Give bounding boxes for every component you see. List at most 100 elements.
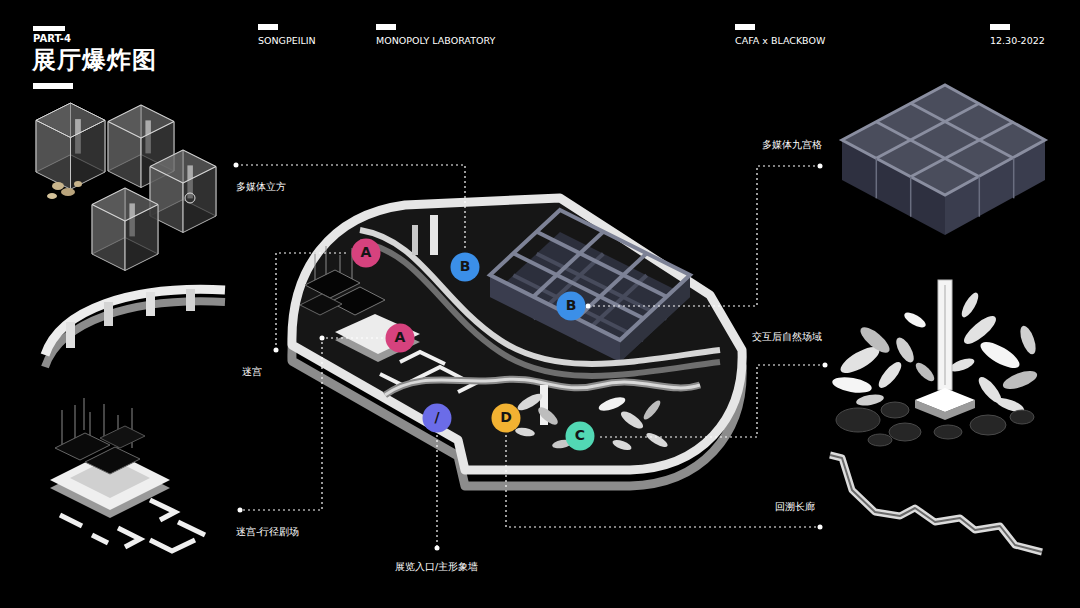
marker-letter: A (361, 245, 372, 260)
nine-grid (1013, 158, 1015, 198)
nature-field (959, 290, 982, 319)
nature-field (1001, 367, 1040, 392)
leader-dots (823, 363, 828, 368)
leader-dots (238, 508, 243, 513)
marker-circle: / (422, 403, 452, 433)
nature-field (889, 423, 921, 441)
header-bars (258, 24, 278, 30)
nine-grid (876, 122, 979, 177)
nine-grid (910, 177, 912, 217)
multimedia-cubes (47, 193, 57, 199)
exhibition-hall (300, 294, 342, 315)
multimedia-cubes (74, 181, 82, 187)
nature-field (868, 434, 892, 446)
multimedia-cubes (61, 188, 75, 196)
leader-dots (234, 163, 239, 168)
nature-field (893, 335, 917, 365)
nature-field (915, 388, 975, 412)
marker-letter: A (395, 330, 406, 345)
maze-theatre (50, 398, 205, 551)
nine-grid (876, 158, 878, 198)
marker-circle: D (491, 403, 521, 433)
maze-wall (66, 322, 75, 348)
maze-wall (45, 301, 225, 367)
corridor-path (830, 455, 1042, 552)
header-bars (33, 83, 73, 89)
circle-fill (492, 404, 521, 433)
nature-field (934, 425, 962, 439)
nature-field (1017, 324, 1039, 356)
multimedia-cubes (36, 103, 105, 189)
marker-letter: D (500, 410, 512, 425)
nine-grid (842, 85, 1045, 195)
collab-name: CAFA x BLACKBOW (735, 35, 825, 46)
circle-fill (423, 404, 452, 433)
exhibition-hall (514, 391, 669, 453)
exhibition-hall (400, 352, 445, 364)
exhibition-hall (577, 253, 647, 318)
circle-fill (557, 292, 586, 321)
nine-grid (842, 85, 1045, 235)
exhibition-hall (611, 438, 633, 452)
marker-circle: A (385, 323, 415, 353)
nature-field (960, 312, 1000, 348)
leader-dots (274, 348, 279, 353)
header-bars (990, 24, 1010, 30)
callout-label: 多媒体九宫格 (762, 139, 822, 150)
maze-theatre (150, 540, 195, 551)
maze-theatre (84, 398, 85, 430)
nature-field (913, 360, 937, 384)
exhibition-hall (537, 232, 667, 297)
maze-theatre (150, 500, 175, 520)
author-name: SONGPEILIN (258, 35, 316, 46)
callout-label: 回溯长廊 (775, 501, 815, 512)
maze-theatre (92, 535, 108, 543)
nature-field (855, 393, 884, 408)
nature-field (836, 408, 880, 432)
leader-lines (240, 338, 383, 510)
exhibition-hall (490, 232, 690, 362)
leader-dots (586, 304, 591, 309)
nature-field (938, 280, 952, 390)
maze-theatre (118, 528, 140, 547)
exhibition-hall (514, 426, 535, 437)
part-number: PART-4 (33, 33, 71, 45)
leader-lines (436, 435, 437, 548)
exhibition-hall (620, 275, 690, 362)
marker-circle: B (556, 291, 586, 321)
marker-letter: / (434, 410, 439, 425)
maze-theatre (178, 522, 205, 535)
marker-circle: B (450, 252, 480, 282)
nature-field (831, 375, 873, 396)
exhibition-hall (412, 225, 418, 255)
leader-dots (320, 336, 325, 341)
callout-label: 迷宫-行径剧场 (236, 526, 299, 537)
leader-lines (588, 166, 820, 306)
date-text: 12.30-2022 (990, 35, 1045, 46)
nine-grid (842, 85, 1045, 195)
multimedia-cubes (92, 188, 158, 271)
exhibition-hall (330, 287, 385, 315)
exhibition-hall (490, 210, 690, 340)
nature-field (977, 337, 1023, 373)
leader-lines (236, 165, 825, 548)
maze-theatre (104, 404, 105, 440)
exhibition-hall (490, 210, 690, 340)
marker-circle: A (351, 238, 381, 268)
exhibition-hall (335, 314, 420, 354)
exhibition-hall (641, 398, 663, 422)
nature-field (944, 285, 946, 385)
maze-wall (104, 302, 113, 326)
exhibition-hall (597, 395, 627, 414)
maze-theatre (60, 515, 82, 526)
maze-theatre (100, 426, 145, 448)
callout-label: 多媒体立方 (236, 181, 286, 192)
nature-field (902, 310, 928, 331)
header-bars (735, 24, 755, 30)
circle-fill (352, 239, 381, 268)
nature-field (970, 415, 1006, 435)
maze-theatre (85, 447, 140, 474)
leader-dots (234, 163, 828, 551)
